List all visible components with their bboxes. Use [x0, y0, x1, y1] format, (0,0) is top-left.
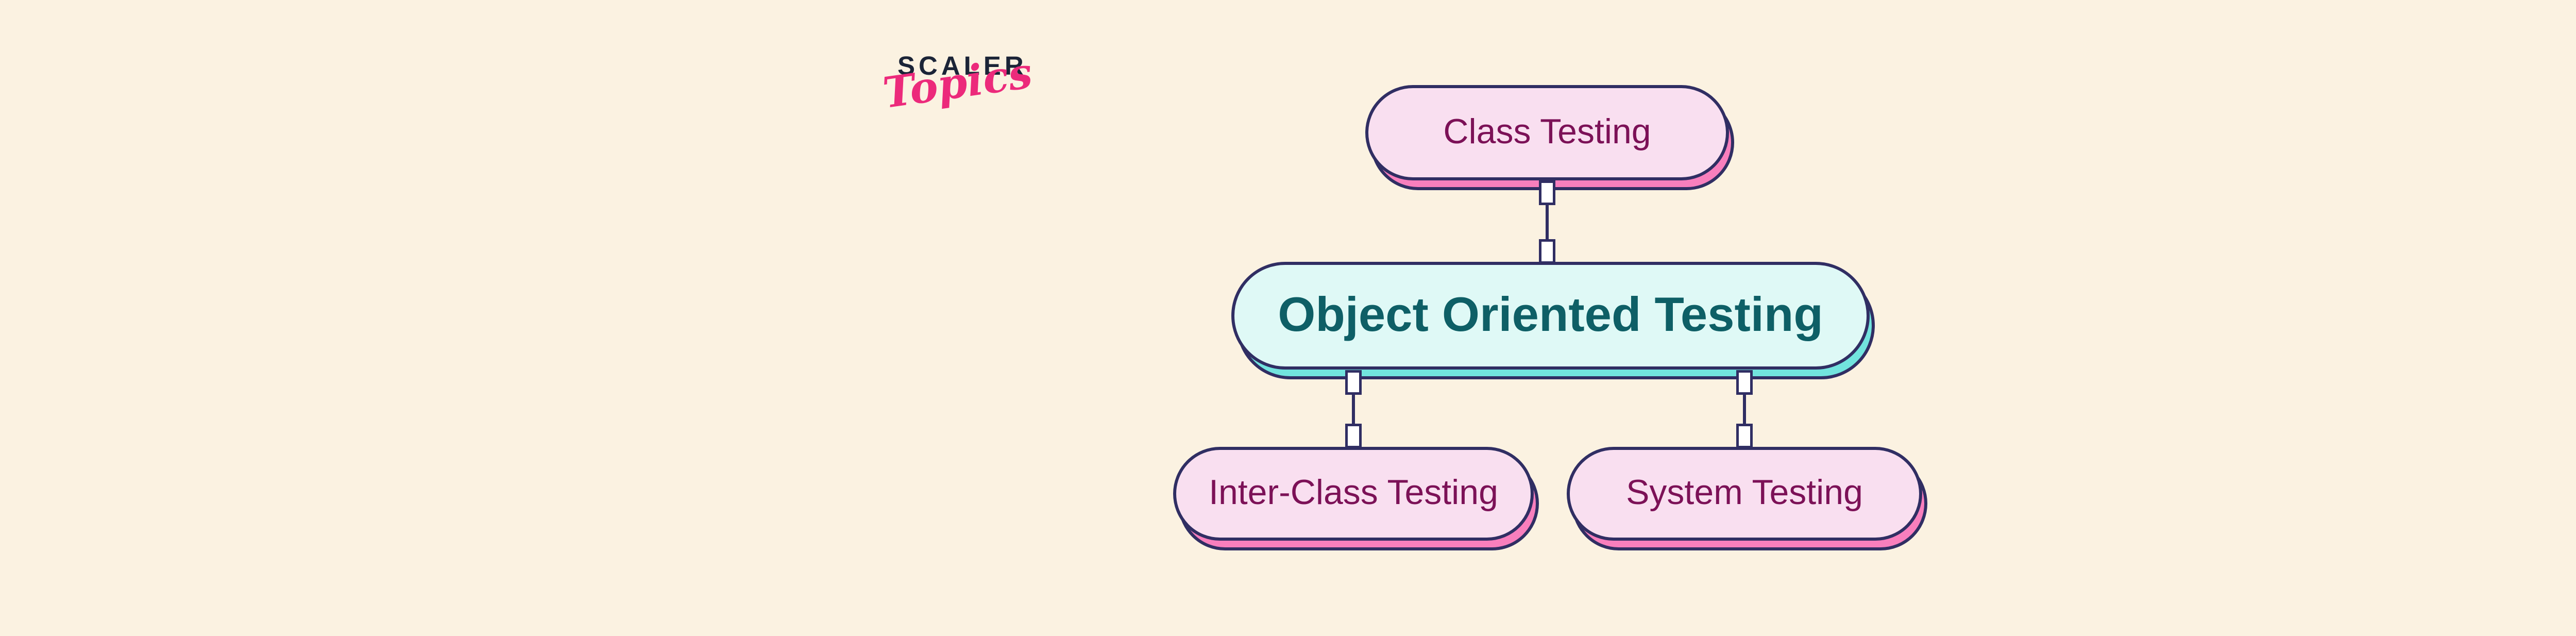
node-object-oriented-testing: Object Oriented Testing [1231, 262, 1875, 379]
edge-oot-to-inter-line [1352, 394, 1355, 427]
node-face: System Testing [1567, 447, 1922, 541]
edge-oot-to-system-stub-bottom [1736, 424, 1753, 448]
edge-class-to-oot-line [1546, 204, 1549, 242]
node-label: Class Testing [1443, 111, 1651, 151]
edge-class-to-oot-stub-bottom [1539, 239, 1555, 264]
edge-oot-to-system-stub-top [1736, 370, 1753, 395]
node-label: Inter-Class Testing [1209, 473, 1498, 512]
edge-class-to-oot-stub-top [1539, 180, 1555, 205]
edge-oot-to-inter-stub-top [1345, 370, 1362, 395]
node-label: System Testing [1626, 473, 1863, 512]
node-inter-class-testing: Inter-Class Testing [1173, 447, 1539, 550]
node-label: Object Oriented Testing [1278, 287, 1823, 341]
logo-brand-text: SCALER [897, 51, 1027, 80]
scaler-topics-logo: SCALER Topics [876, 46, 1035, 155]
node-system-testing: System Testing [1567, 447, 1927, 550]
edge-oot-to-system-line [1743, 394, 1746, 427]
node-class-testing: Class Testing [1365, 85, 1734, 190]
node-face: Class Testing [1365, 85, 1729, 180]
node-face: Inter-Class Testing [1173, 447, 1534, 541]
edge-oot-to-inter-stub-bottom [1345, 424, 1362, 448]
node-face: Object Oriented Testing [1231, 262, 1870, 370]
